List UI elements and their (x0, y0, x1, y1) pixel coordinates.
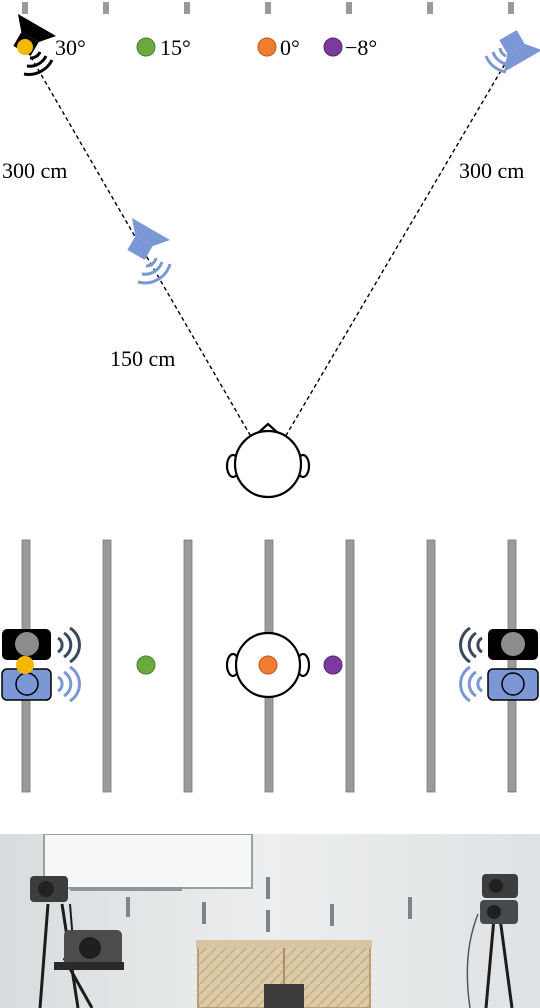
plan-view-diagram: 30° 15° 0° −8° 300 cm 300 cm 150 cm (2, 2, 540, 499)
top-tick-marks (22, 2, 514, 14)
legend-label-minus8: −8° (345, 35, 377, 60)
legend-dot-15 (136, 37, 156, 57)
left-lower-speaker (64, 930, 122, 966)
front-marker-0deg (258, 655, 278, 675)
left-path-line (27, 51, 269, 467)
pole-5 (345, 539, 355, 793)
marker-30deg (17, 39, 33, 55)
front-view-diagram (1, 539, 539, 793)
distance-left-label: 300 cm (2, 158, 67, 183)
front-speaker-left-black-icon (2, 629, 51, 660)
room-photo (0, 834, 540, 1008)
legend-label-15: 15° (160, 35, 191, 60)
front-speaker-right-black-icon (488, 629, 538, 660)
pole-6 (426, 539, 436, 793)
pole-7 (507, 539, 517, 793)
whiteboard (43, 834, 253, 889)
wall-tape-marks (126, 877, 412, 932)
front-marker-15deg (136, 655, 156, 675)
right-lower-speaker (480, 900, 518, 924)
front-waves-left-dark-icon (57, 626, 81, 664)
right-path-line (267, 51, 513, 467)
legend-label-0: 0° (280, 35, 300, 60)
pole-2 (102, 539, 112, 793)
loudspeaker-near-icon (127, 217, 171, 260)
front-waves-right-dark-icon (459, 626, 483, 664)
listener-head-icon (225, 422, 311, 499)
room-photo-illustration (0, 834, 540, 1008)
front-waves-left-blue-icon (57, 665, 81, 703)
sound-waves-near-icon (137, 257, 172, 285)
front-marker-minus8deg (323, 655, 343, 675)
right-upper-speaker (482, 874, 518, 898)
legend-dot-minus8 (323, 37, 343, 57)
distance-right-label: 300 cm (459, 158, 524, 183)
sound-waves-left-icon (23, 51, 54, 76)
legend-label-30: 30° (55, 35, 86, 60)
front-waves-right-blue-icon (459, 665, 483, 703)
cabinet (196, 940, 372, 1008)
sound-waves-right-icon (484, 47, 507, 74)
right-speaker-stand (466, 913, 514, 1008)
loudspeaker-right-icon (499, 30, 540, 73)
left-upper-speaker (30, 876, 68, 902)
distance-near-label: 150 cm (110, 346, 175, 371)
front-marker-30deg (16, 656, 34, 674)
loudspeaker-left-icon (13, 13, 57, 56)
pole-3 (183, 539, 193, 793)
legend-dot-0 (257, 37, 277, 57)
front-speaker-right-blue-icon (487, 668, 539, 701)
